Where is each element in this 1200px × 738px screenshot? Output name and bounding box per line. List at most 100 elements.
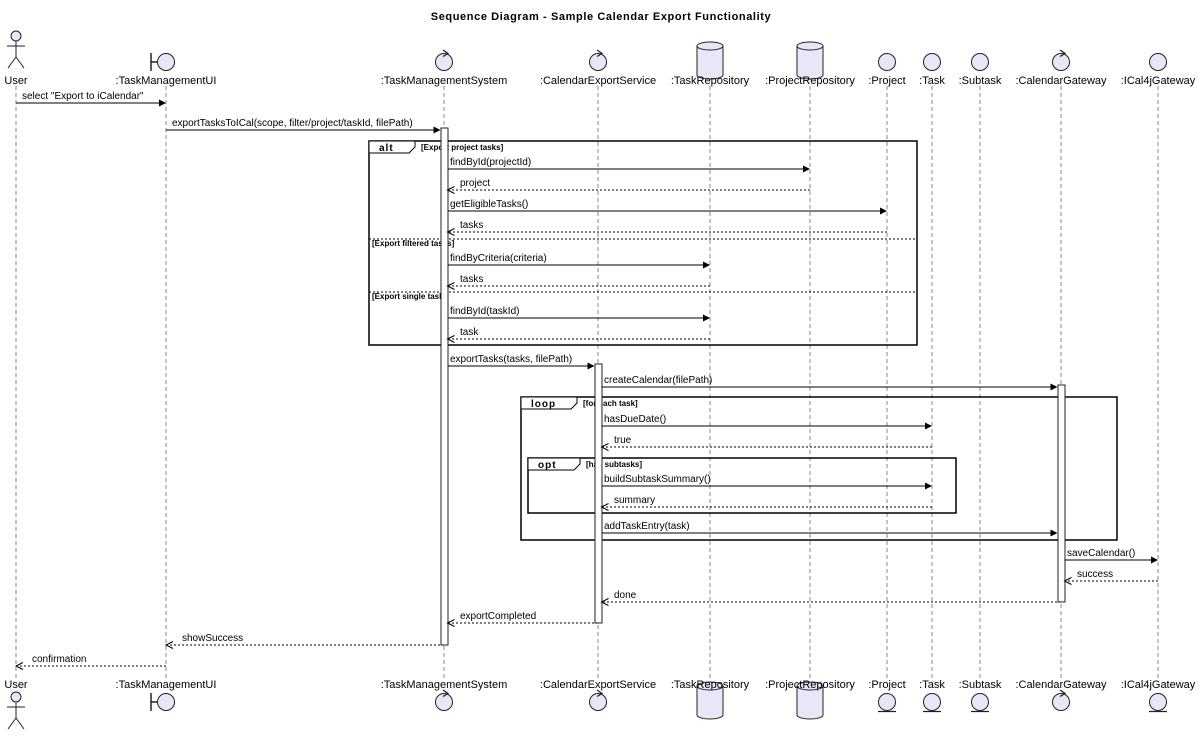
message-label: done	[614, 590, 637, 601]
message-label: exportTasks(tasks, filePath)	[450, 354, 572, 365]
fragment-keyword: loop	[531, 399, 556, 410]
entity-icon	[878, 53, 896, 71]
activation-bar-ces	[594, 363, 603, 624]
message-label: project	[460, 178, 490, 189]
return-message-task: task	[446, 327, 710, 343]
message-label: createCalendar(filePath)	[604, 375, 712, 386]
fragment-opt: opt[has subtasks]	[527, 457, 957, 514]
actor-icon	[7, 691, 25, 730]
entity-icon	[923, 53, 941, 71]
arrowhead	[600, 503, 609, 511]
participant-label-top: :Project	[868, 75, 905, 87]
arrowhead	[446, 228, 455, 236]
arrowhead	[1050, 529, 1058, 537]
participant-label-bottom: :ICal4jGateway	[1121, 679, 1196, 691]
message-label: getEligibleTasks()	[450, 199, 528, 210]
message-label: findById(taskId)	[450, 306, 519, 317]
participant-label-top: :TaskRepository	[671, 75, 750, 87]
message-label: exportTasksToICal(scope, filter/project/…	[172, 118, 413, 129]
arrowhead	[433, 126, 441, 134]
message-label: success	[1077, 569, 1113, 580]
participant-label-top: User	[4, 75, 28, 87]
entity-icon	[971, 693, 989, 713]
participant-label-top: :Subtask	[959, 75, 1002, 87]
control-icon	[435, 689, 453, 711]
arrowhead	[446, 619, 455, 627]
fragment-loop: loop [for each task]	[520, 396, 1118, 541]
arrowhead	[600, 443, 609, 451]
fragment-alt: alt [Export project tasks] [Export filtere…	[368, 140, 918, 346]
message-label: tasks	[460, 274, 483, 285]
message-findbycriteria-criteria: findByCriteria(criteria)	[447, 253, 710, 269]
activation-bar-cgw	[1057, 384, 1066, 603]
arrowhead	[446, 186, 455, 194]
entity-icon	[971, 53, 989, 71]
return-message-exportcompleted: exportCompleted	[446, 611, 598, 627]
message-label: tasks	[460, 220, 483, 231]
participant-label-bottom: :Subtask	[959, 679, 1002, 691]
participant-label-top: :CalendarGateway	[1015, 75, 1107, 87]
return-message-summary: summary	[600, 495, 932, 511]
participant-label-bottom: :ProjectRepository	[765, 679, 855, 691]
entity-icon	[1149, 53, 1167, 71]
control-icon	[589, 49, 607, 71]
arrowhead	[703, 314, 710, 322]
message-label: saveCalendar()	[1067, 548, 1135, 559]
message-label: addTaskEntry(task)	[604, 521, 690, 532]
fragment-guard: [Export filtered tasks]	[372, 239, 455, 248]
fragment-keyword: opt	[538, 460, 557, 471]
message-label: hasDueDate()	[604, 414, 666, 425]
participant-label-top: :ICal4jGateway	[1121, 75, 1196, 87]
message-label: select "Export to iCalendar"	[22, 91, 144, 102]
arrowhead	[925, 422, 932, 430]
arrowhead	[1151, 556, 1158, 564]
arrowhead	[446, 335, 455, 343]
arrowhead	[880, 207, 887, 215]
participant-label-top: :ProjectRepository	[765, 75, 855, 87]
message-addtaskentry-task: addTaskEntry(task)	[601, 521, 1058, 537]
participant-label-top: :TaskManagementUI	[116, 75, 217, 87]
arrowhead	[600, 598, 609, 606]
fragment-guard: [Export single task]	[372, 292, 447, 301]
arrowhead	[1050, 383, 1058, 391]
message-findbyid-taskid: findById(taskId)	[447, 306, 710, 322]
participant-label-bottom: :Task	[919, 679, 945, 691]
participant-label-bottom: :TaskManagementSystem	[381, 679, 508, 691]
fragment-guard: [for each task]	[583, 399, 638, 408]
arrowhead	[14, 662, 24, 670]
arrowhead	[703, 261, 710, 269]
message-exporttaskstoical-scope-filter-project-taskid-filepath: exportTasksToICal(scope, filter/project/…	[166, 118, 441, 134]
message-savecalendar: saveCalendar()	[1064, 548, 1158, 564]
fragment-guard: [Export project tasks]	[421, 143, 504, 152]
participant-label-top: :Task	[919, 75, 945, 87]
message-label: task	[460, 327, 479, 338]
arrowhead	[1063, 577, 1072, 585]
return-message-project: project	[446, 178, 810, 194]
arrowhead	[159, 99, 166, 107]
fragment-keyword: alt	[379, 143, 394, 154]
participant-label-bottom: :Project	[868, 679, 905, 691]
message-label: findById(projectId)	[450, 157, 531, 168]
return-message-confirmation: confirmation	[14, 654, 166, 670]
message-select-export-to-icalendar: select "Export to iCalendar"	[16, 91, 166, 107]
entity-icon	[1149, 693, 1167, 713]
arrowhead	[446, 282, 455, 290]
boundary-icon	[150, 53, 175, 71]
message-label: summary	[614, 495, 655, 506]
actor-icon	[7, 30, 25, 69]
participant-label-top: :TaskManagementSystem	[381, 75, 508, 87]
return-message-success: success	[1063, 569, 1158, 585]
message-label: findByCriteria(criteria)	[450, 253, 547, 264]
control-icon	[435, 49, 453, 71]
participant-label-bottom: User	[4, 679, 28, 691]
message-buildsubtasksummary: buildSubtaskSummary()	[601, 474, 932, 490]
control-icon	[589, 689, 607, 711]
message-label: true	[614, 435, 632, 446]
message-label: buildSubtaskSummary()	[604, 474, 711, 485]
control-icon	[1052, 49, 1070, 71]
return-message-tasks: tasks	[446, 220, 887, 236]
participant-label-bottom: :CalendarExportService	[540, 679, 656, 691]
participant-label-bottom: :TaskManagementUI	[116, 679, 217, 691]
return-message-true: true	[600, 435, 932, 451]
